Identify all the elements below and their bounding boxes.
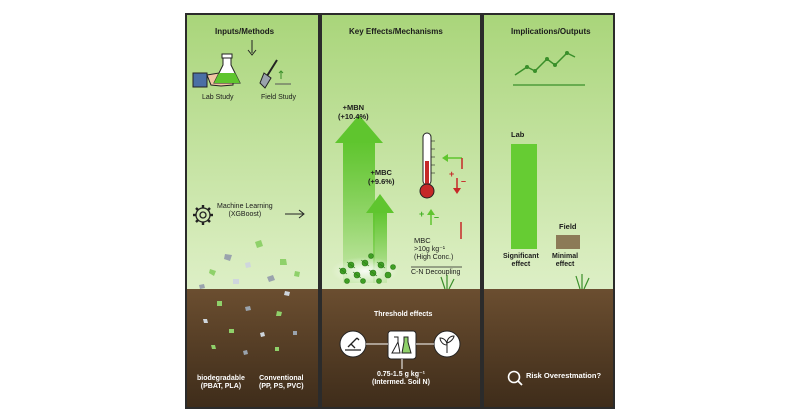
bio-line2: (PBAT, PLA) — [200, 383, 242, 391]
conventional-label: Conventional (PP, PS, PVC) — [259, 375, 304, 391]
microbe-cluster — [331, 253, 399, 285]
up-arrow-green — [427, 209, 435, 225]
lab-study-label: Lab Study — [202, 94, 234, 101]
field-effect-line1: Minimal — [552, 253, 579, 260]
magnifier-icon — [507, 370, 523, 386]
lab-bar-label: Lab — [511, 130, 525, 139]
risk-label: Risk Overestmation? — [526, 371, 602, 380]
panel-title-outputs: Implications/Outputs — [511, 27, 591, 36]
plus-green: + — [419, 209, 425, 219]
field-bar-label: Field — [559, 222, 577, 231]
ml-line2: (XGBoost) — [228, 211, 262, 219]
lab-effect-label: Significant effect — [503, 253, 539, 269]
conv-line2: (PP, PS, PVC) — [259, 383, 304, 391]
mbn-line2: (+10.4%) — [338, 111, 369, 121]
plus-red: + — [449, 169, 455, 179]
hand-flask-icon — [192, 53, 241, 88]
bio-line1: biodegradable — [197, 375, 245, 382]
shovel-icon — [259, 59, 291, 89]
lab-bar — [511, 144, 537, 249]
field-study-label: Field Study — [261, 94, 297, 101]
minus-green: – — [434, 212, 440, 222]
mbn-label: +MBN (+10.4%) — [338, 103, 369, 121]
range-label: 0.75-1.5 g kg⁻¹ (Intermed. Soil N) — [372, 371, 430, 387]
biodegradable-label: biodegradable (PBAT, PLA) — [197, 375, 245, 391]
minus-red: – — [461, 176, 467, 186]
gear-icon — [193, 205, 213, 225]
panel-title-effects: Key Effects/Mechanisms — [349, 27, 443, 36]
panel-title-inputs: Inputs/Methods — [215, 27, 275, 36]
ml-line1: Machine Learning — [217, 203, 273, 210]
mbc-note: MBC >10g kg⁻¹ (High Conc.) — [414, 236, 454, 262]
down-arrow-icon — [247, 40, 257, 56]
mbn-arrow — [335, 115, 383, 283]
decoupling-label: C-N Decoupling — [411, 269, 461, 276]
microscope-icon — [339, 330, 367, 358]
right-arrow-icon — [285, 209, 305, 219]
lab-effect-line1: Significant — [503, 253, 539, 260]
down-arrow-red — [453, 178, 461, 194]
mbc-note-line2: (High Conc.) — [414, 253, 454, 261]
soil-inputs — [186, 289, 319, 408]
sprout-icon — [433, 330, 461, 358]
grass-effects — [440, 275, 455, 290]
mbc-note-title: MBC — [414, 236, 431, 245]
trend-line-icon — [513, 51, 585, 86]
mbc-line1: +MBC — [370, 168, 392, 177]
flask-icon — [387, 330, 417, 360]
field-bar — [556, 235, 580, 249]
lab-effect-line2: effect — [511, 261, 531, 269]
ml-label: Machine Learning (XGBoost) — [217, 203, 273, 219]
figure: Inputs/Methods Lab Study Field Study Mac… — [185, 13, 615, 409]
range-line2: (Intermed. Soil N) — [372, 379, 430, 387]
field-effect-label: Minimal effect — [552, 253, 578, 269]
mbc-label: +MBC (+9.6%) — [368, 168, 395, 186]
soil-outputs — [483, 289, 614, 408]
mbc-line2: (+9.6%) — [368, 176, 395, 186]
threshold-label: Threshold effects — [374, 311, 433, 318]
mbn-line1: +MBN — [342, 103, 365, 112]
diagram-art — [185, 13, 615, 409]
microplastic-fragments — [199, 240, 300, 355]
thermometer-icon — [419, 132, 435, 199]
left-arrow-green — [442, 154, 462, 162]
mbc-note-line1: >10g kg⁻¹ — [414, 245, 446, 253]
field-effect-line2: effect — [555, 261, 575, 269]
conv-line1: Conventional — [259, 375, 304, 382]
range-line1: 0.75-1.5 g kg⁻¹ — [376, 371, 425, 378]
grass-outputs — [575, 274, 590, 290]
